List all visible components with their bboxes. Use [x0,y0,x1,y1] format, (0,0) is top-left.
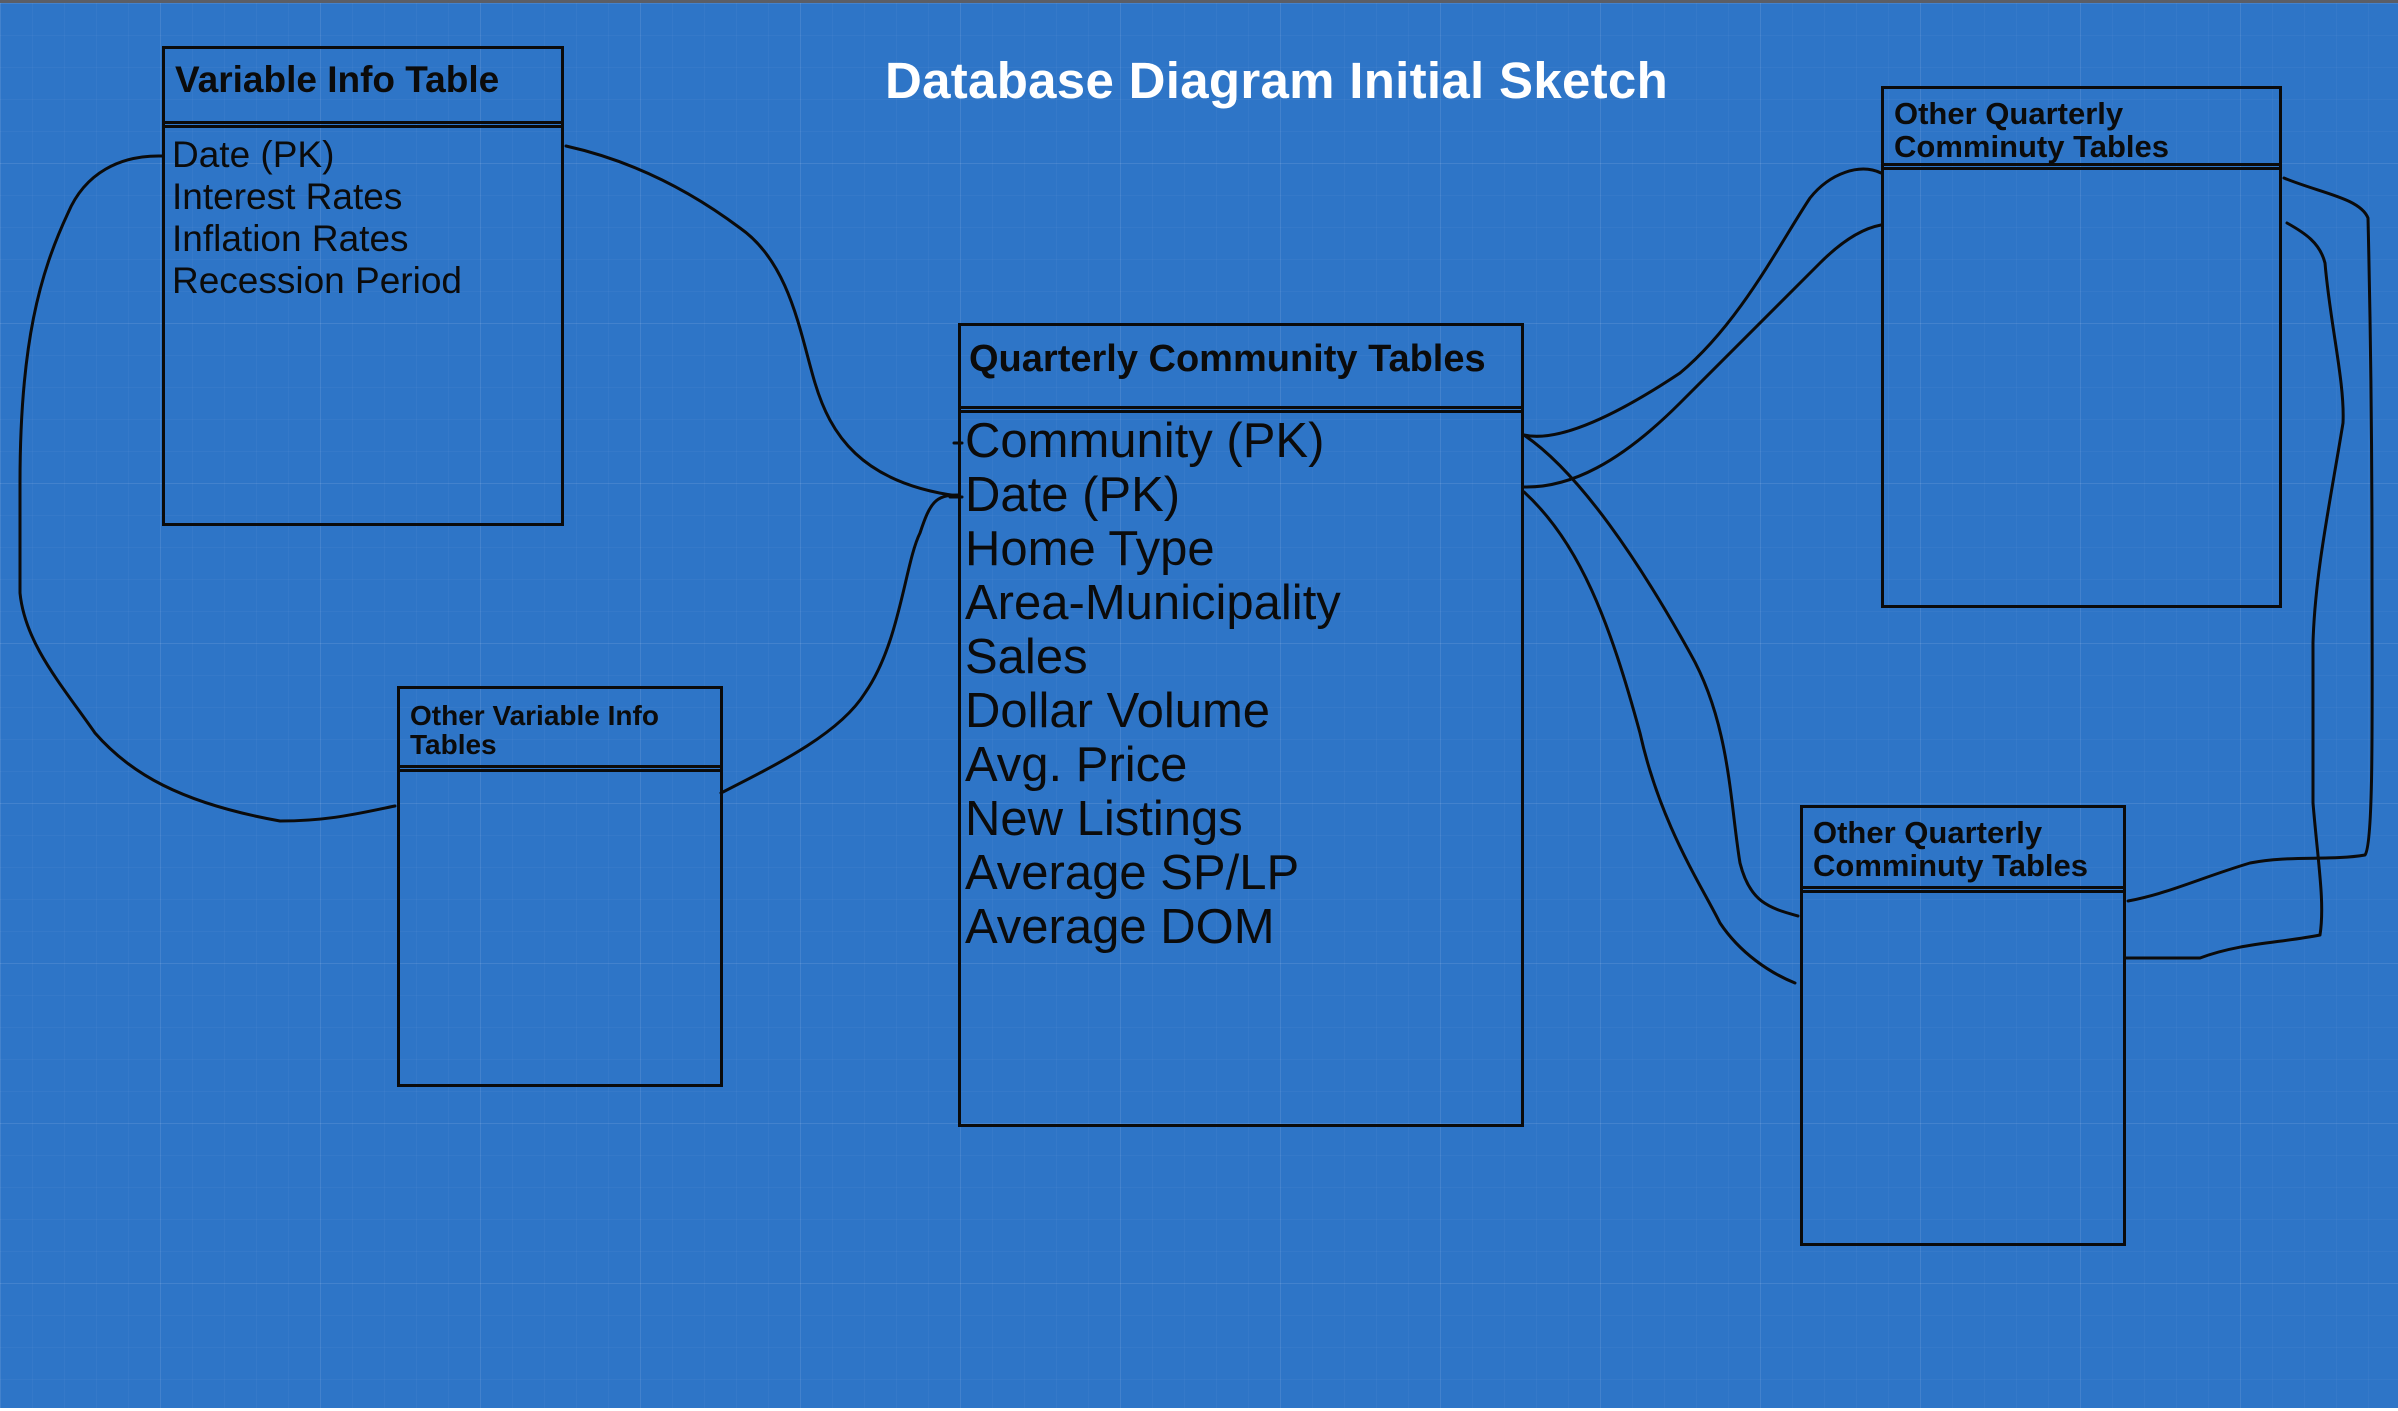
field-dollar-volume: Dollar Volume [965,684,1271,738]
table-other-quarterly-1-header: Other Quarterly Comminuty Tables [1881,86,2282,170]
table-variable-info[interactable]: Variable Info Table Date (PK) Interest R… [162,46,564,526]
connector-othervar-to-qct-date [719,493,960,795]
table-other-variable-info[interactable]: Other Variable Info Tables [397,686,723,1087]
table-quarterly-community-header: Quarterly Community Tables [958,323,1524,413]
table-other-quarterly-2[interactable]: Other Quarterly Comminuty Tables [1800,805,2126,1246]
table-other-quarterly-1[interactable]: Other Quarterly Comminuty Tables [1881,86,2282,608]
connector-lines [18,144,2374,985]
field-new-listings: New Listings [965,792,1243,846]
connector-oq1-to-oq2-a [2126,176,2374,903]
field-average-sp-lp: Average SP/LP [965,846,1300,900]
field-sales: Sales [965,630,1088,684]
table-variable-info-header: Variable Info Table [162,46,564,128]
field-average-dom: Average DOM [965,900,1275,954]
field-inflation-rates: Inflation Rates [172,218,409,259]
table-other-variable-info-header: Other Variable Info Tables [397,686,723,772]
connector-qct-to-oq1-b [1522,223,1883,489]
table-other-quarterly-2-header: Other Quarterly Comminuty Tables [1800,805,2126,893]
table-quarterly-community-fields: Community (PK) Date (PK) Home Type Area-… [965,414,1521,954]
diagram-title: Database Diagram Initial Sketch [884,52,1669,109]
field-home-type: Home Type [965,522,1215,576]
connector-qct-to-oq2-a [1522,433,1800,918]
table-variable-info-fields: Date (PK) Interest Rates Inflation Rates… [172,134,561,302]
field-date-pk: Date (PK) [965,468,1181,522]
connector-varinfo-to-othervar [18,154,397,823]
field-community-pk: Community (PK) [965,414,1325,468]
connector-varinfo-to-qct-date [564,144,960,498]
connector-oq1-to-oq2-b [2124,221,2345,960]
field-area-municipality: Area-Municipality [965,576,1341,630]
table-quarterly-community[interactable]: Quarterly Community Tables Community (PK… [958,323,1524,1127]
field-interest-rates: Interest Rates [172,176,403,217]
field-avg-price: Avg. Price [965,738,1188,792]
connector-qct-to-oq1-a [1522,167,1883,438]
connector-qct-to-oq2-b [1522,490,1797,985]
field-recession-period: Recession Period [172,260,462,301]
field-date-pk: Date (PK) [172,134,335,175]
